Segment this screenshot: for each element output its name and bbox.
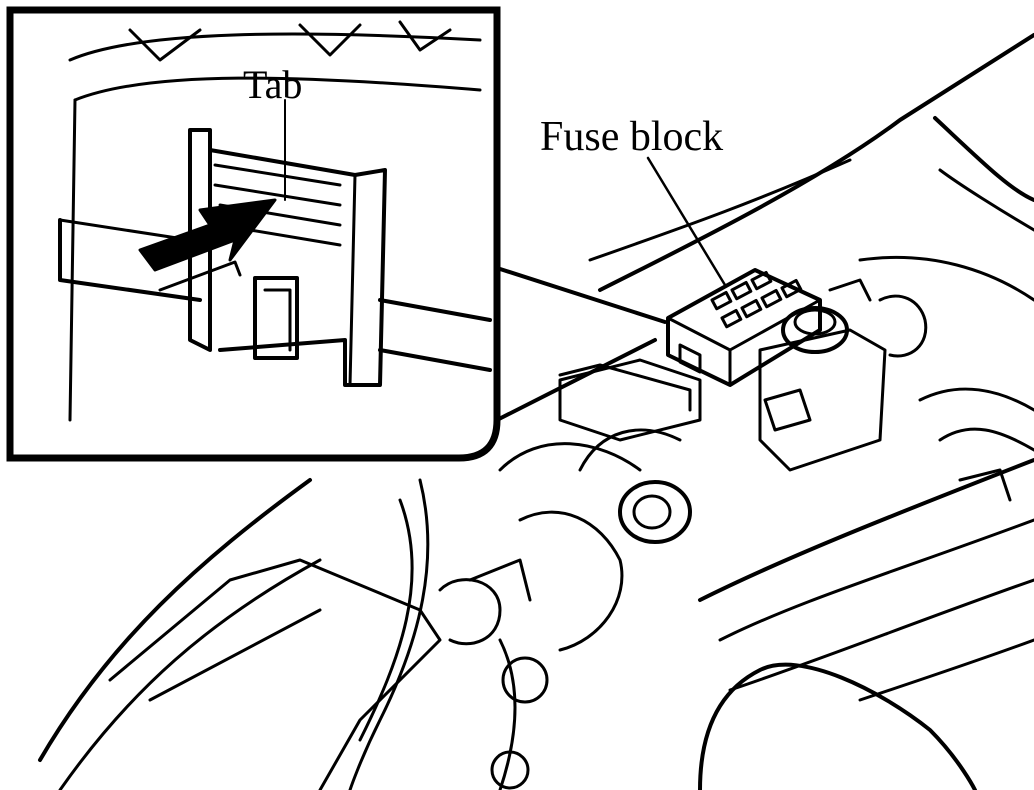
- tab-label: Tab: [243, 62, 302, 107]
- fuse-block-label: Fuse block: [540, 114, 723, 160]
- tab-detail-inset: [6, 6, 501, 462]
- press-arrow-icon: [138, 198, 277, 272]
- fuse-block-drawing: [666, 268, 822, 387]
- callout-pointer: [495, 266, 667, 422]
- fuse-block-leader-line: [646, 156, 727, 287]
- engine-compartment: [38, 33, 1034, 790]
